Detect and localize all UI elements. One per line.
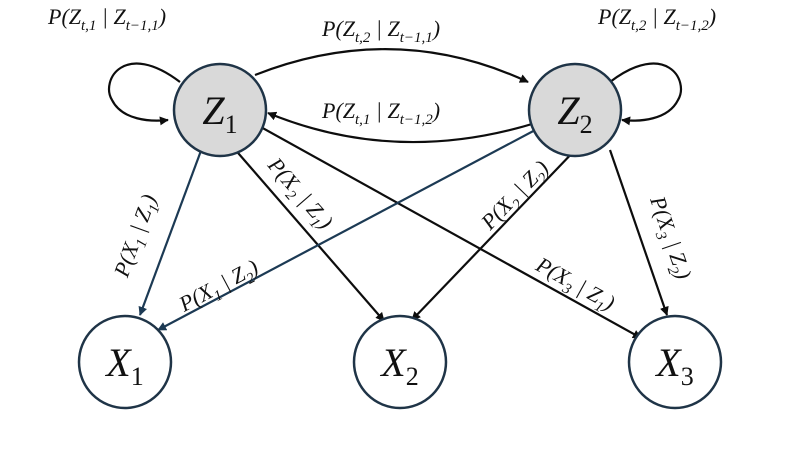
svg-text:Z1: Z1 <box>202 88 237 139</box>
hidden-state-z1-node: Z1 <box>172 62 268 158</box>
svg-text:Z2: Z2 <box>557 88 592 139</box>
emission-z2-x3-label: P(X3 | Z2) <box>640 192 697 284</box>
self-loop-z2-edge <box>609 62 683 126</box>
self-loop-z2-label: P(Zt,2 | Zt−1,2) <box>597 4 716 34</box>
emission-z2-x3-edge <box>608 149 669 316</box>
emission-z2-x2-edge <box>411 146 579 321</box>
observation-x3-node: X3 <box>627 314 723 410</box>
observation-x1-node: X1 <box>77 314 173 410</box>
transition-z2-to-z1-edge <box>267 111 533 144</box>
emission-z2-x2-label: P(X2 | Z2) <box>475 155 557 238</box>
self-loop-z1-label: P(Zt,1 | Zt−1,1) <box>47 4 166 34</box>
emission-z1-x1-edge <box>138 147 204 316</box>
emission-z1-x2-edge <box>231 145 385 322</box>
observation-x2-node: X2 <box>352 314 448 410</box>
svg-text:X3: X3 <box>654 340 693 391</box>
self-loop-z1-edge <box>107 62 181 126</box>
emission-z2-x1-label: P(X1 | Z2) <box>174 254 265 321</box>
emission-z1-x3-label: P(X3 | Z1) <box>529 251 619 319</box>
emission-z2-x1-edge <box>157 127 540 331</box>
transition-z1-to-z2-edge <box>254 48 529 83</box>
transition-z1-to-z2-label: P(Zt,2 | Zt−1,1) <box>321 16 440 46</box>
emission-z1-x3-edge <box>258 125 642 339</box>
hidden-state-z2-node: Z2 <box>527 62 623 158</box>
svg-text:X1: X1 <box>104 340 143 391</box>
svg-text:X2: X2 <box>379 340 418 391</box>
transition-z2-to-z1-label: P(Zt,1 | Zt−1,2) <box>321 98 440 128</box>
